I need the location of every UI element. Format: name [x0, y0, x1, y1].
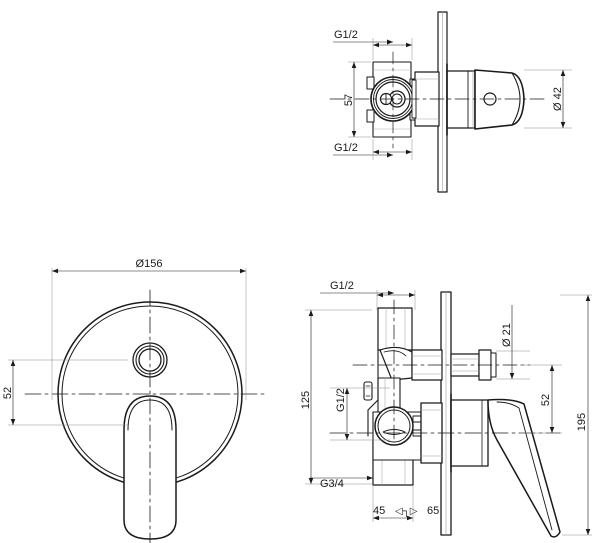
dimensions-side-view	[305, 290, 592, 536]
dim-text-45: 45	[373, 505, 385, 517]
dim-text-depth-marker: ◁┐▷	[395, 506, 418, 517]
dim-text-d42: Ø 42	[552, 87, 564, 111]
dim-text-125: 125	[300, 391, 312, 409]
dim-text-52-side: 52	[540, 394, 552, 406]
upper-inlet-riser	[377, 307, 413, 351]
view-top-side-elevation	[329, 11, 546, 193]
lever-arm	[487, 398, 561, 538]
view-front-plate	[24, 289, 269, 543]
dim-text-65: 65	[427, 505, 439, 517]
handle-collar	[446, 63, 476, 136]
dimensions-top-view	[333, 38, 572, 160]
handle-knob	[474, 69, 525, 130]
dim-text-195: 195	[576, 413, 588, 431]
cartridge-section	[372, 406, 422, 461]
dim-text-g12-top: G1/2	[334, 29, 358, 41]
dim-text-52-front: 52	[2, 387, 14, 399]
dim-text-d156: Ø156	[136, 258, 163, 270]
dim-text-57: 57	[343, 94, 355, 106]
dimensions-front-view	[8, 268, 247, 426]
dim-text-side-g12-top: G1/2	[330, 280, 354, 292]
dim-text-g12-bottom: G1/2	[334, 142, 358, 154]
upper-outlet-body	[377, 346, 443, 381]
dim-text-d21: Ø 21	[501, 323, 513, 347]
dim-text-g34: G3/4	[320, 478, 344, 490]
view-side-section	[329, 291, 561, 538]
dim-text-side-g12-mid: G1/2	[335, 388, 347, 412]
